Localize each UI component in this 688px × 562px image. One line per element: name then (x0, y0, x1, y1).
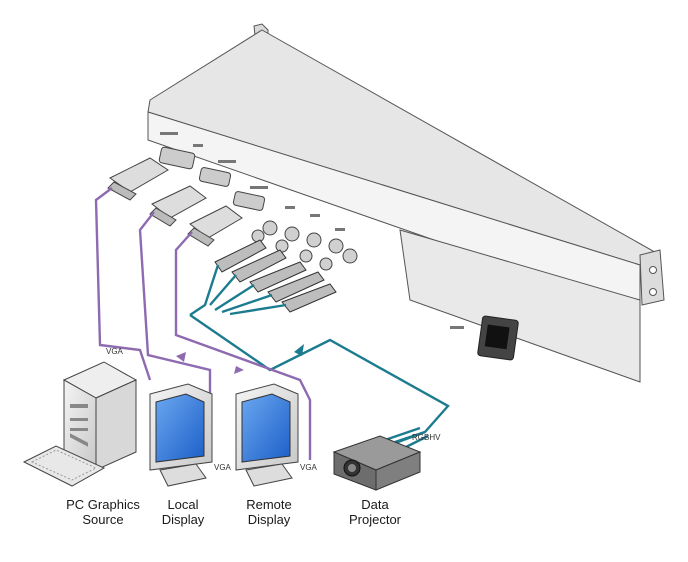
vga-plug-local (149, 185, 207, 227)
keyboard (22, 445, 106, 487)
scaler-unit (147, 23, 665, 383)
vga-connector-local (198, 167, 232, 187)
rgbhv-label: RGBHV (412, 433, 441, 442)
vga-plug-remote (187, 205, 243, 247)
vga-connector-output (232, 191, 266, 211)
vga-plug-pc (107, 157, 169, 201)
vga-label-remote: VGA (300, 463, 318, 472)
data-projector (332, 435, 422, 491)
vga-label-local: VGA (214, 463, 232, 472)
rgbhv-arrow (294, 344, 304, 356)
vga-label-pc: VGA (106, 347, 124, 356)
device-label-projector: Data Projector (320, 497, 430, 527)
device-label-remote: Remote Display (214, 497, 324, 527)
device-label-pc-line2: Source (82, 512, 124, 527)
device-label-local: Local Display (128, 497, 238, 527)
bnc-connectors (251, 220, 358, 271)
vga-arrow-local (176, 352, 186, 362)
device-label-local-line2: Display (161, 512, 205, 527)
bnc-plugs (214, 239, 337, 313)
local-display (149, 383, 213, 487)
vga-connector-input (158, 146, 196, 170)
device-label-remote-line1: Remote (246, 497, 292, 512)
device-label-pc: PC Graphics Source (48, 497, 158, 527)
device-label-remote-line2: Display (247, 512, 291, 527)
device-label-pc-line1: PC Graphics (66, 497, 140, 512)
remote-display (235, 383, 299, 487)
device-label-projector-line2: Projector (348, 512, 402, 527)
device-label-projector-line1: Data (361, 497, 389, 512)
pc-tower (62, 361, 138, 471)
vga-arrow-remote (234, 366, 244, 374)
device-label-local-line1: Local (167, 497, 199, 512)
